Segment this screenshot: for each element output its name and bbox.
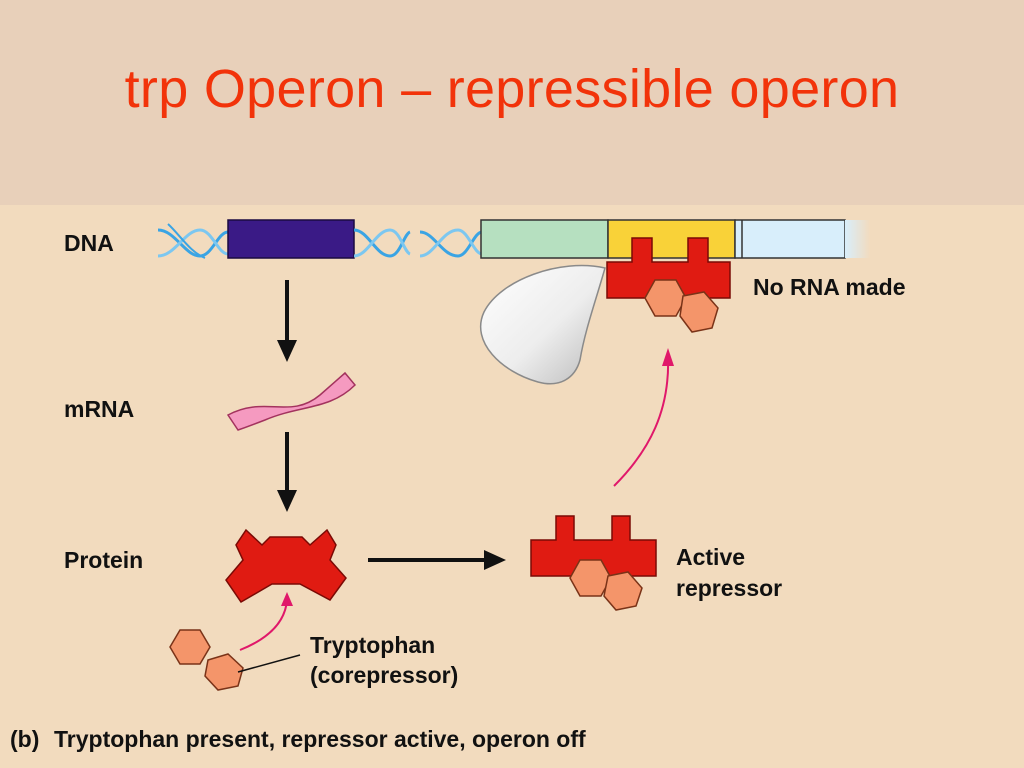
promoter-region xyxy=(480,219,609,259)
mrna-label: mRNA xyxy=(64,396,135,422)
corepressor-arrow-head xyxy=(281,592,293,606)
arrow-dna-to-mrna-head xyxy=(277,340,297,362)
corepressor-arrow xyxy=(239,599,288,651)
inactive-repressor xyxy=(225,528,347,603)
protein-label: Protein xyxy=(64,547,144,573)
dna-helix-middle xyxy=(353,228,483,258)
dna-label: DNA xyxy=(64,230,114,256)
free-tryptophan xyxy=(169,629,244,691)
regulatory-gene xyxy=(227,219,355,259)
caption-letter: (b) xyxy=(10,726,40,752)
active-tryptophan xyxy=(569,559,643,611)
bound-tryptophan xyxy=(644,279,719,333)
mrna-strand xyxy=(226,371,357,431)
active-repressor-label-line1: Active xyxy=(676,544,746,570)
trp-genes-fade xyxy=(845,220,870,258)
no-rna-label: No RNA made xyxy=(753,274,906,300)
arrow-protein-to-active-head xyxy=(484,550,506,570)
rna-polymerase xyxy=(479,264,606,385)
title-band xyxy=(0,0,1024,205)
operator-region xyxy=(607,219,736,259)
active-repressor xyxy=(530,515,657,577)
trp-genes-region xyxy=(734,219,846,259)
binding-arrow xyxy=(613,355,670,487)
caption-text: Tryptophan present, repressor active, op… xyxy=(54,726,586,752)
tryptophan-label-line1: Tryptophan xyxy=(310,632,436,658)
bound-repressor xyxy=(606,237,731,299)
dna-helix-left xyxy=(157,223,229,259)
arrow-mrna-to-protein-head xyxy=(277,490,297,512)
tryptophan-pointer xyxy=(237,654,301,673)
page-title: trp Operon – repressible operon xyxy=(124,59,900,119)
binding-arrow-head xyxy=(662,348,674,366)
active-repressor-label-line2: repressor xyxy=(676,575,783,601)
tryptophan-label-line2: (corepressor) xyxy=(310,662,459,688)
